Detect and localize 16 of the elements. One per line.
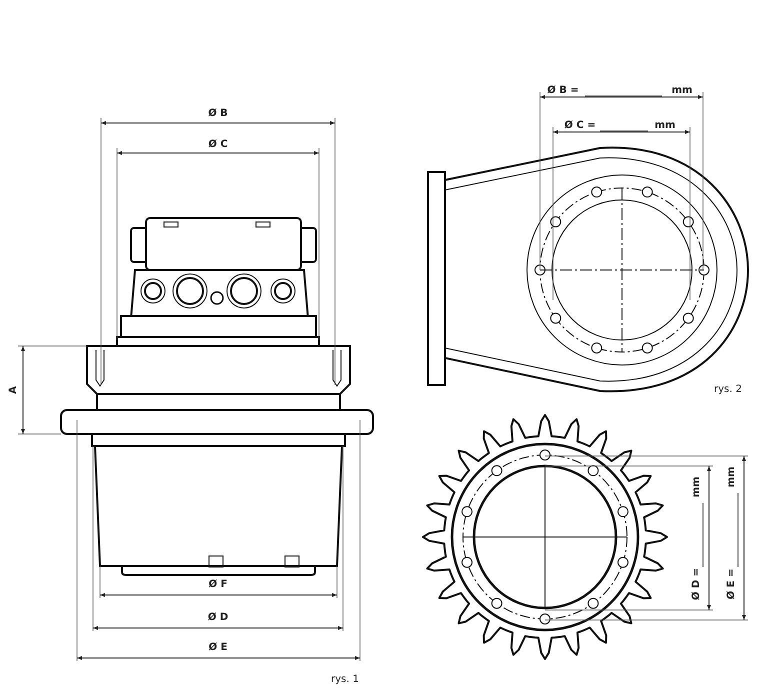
unit-label: mm xyxy=(726,466,738,488)
dimension-label: Ø D xyxy=(208,612,228,624)
dimension-label: Ø C = xyxy=(564,120,596,132)
dimension-label: A xyxy=(8,386,20,394)
dimension-label: Ø E = xyxy=(726,568,738,600)
unit-label: mm xyxy=(672,85,692,97)
dimension-label: Ø C xyxy=(208,139,228,151)
figure-label: rys. 2 xyxy=(714,384,742,396)
dimension-label: Ø D = xyxy=(691,568,703,600)
dimension-label: Ø E xyxy=(208,642,228,654)
dimension-label: Ø B xyxy=(208,108,228,120)
unit-label: mm xyxy=(691,476,703,498)
unit-label: mm xyxy=(654,120,676,132)
dimension-label: Ø B = xyxy=(547,85,579,97)
dimension-label: Ø F xyxy=(208,579,228,591)
figure-label: rys. 1 xyxy=(331,674,359,686)
